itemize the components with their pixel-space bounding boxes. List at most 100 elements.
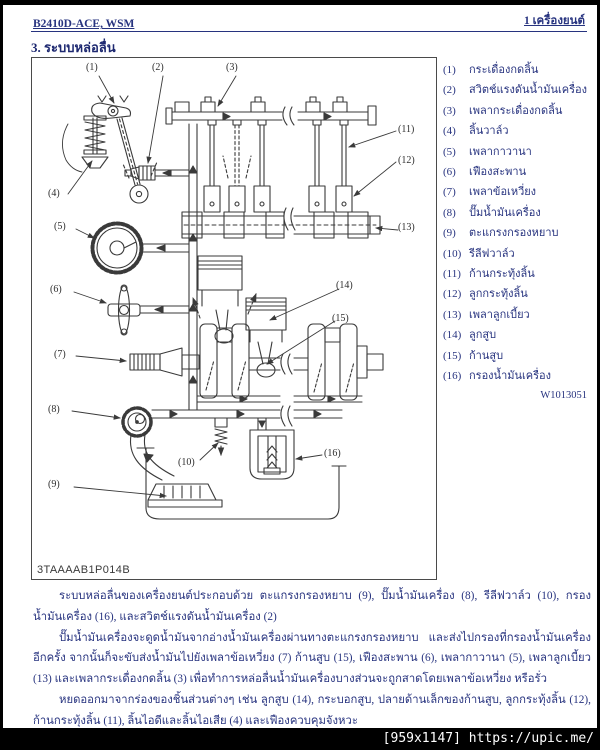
part-name: ลูกสูบ <box>469 329 497 342</box>
callout-5: (5) <box>54 221 66 232</box>
callout-16: (16) <box>324 448 341 459</box>
rocker-pushrod <box>116 117 158 204</box>
part-name: ปั๊มน้ำมันเครื่อง <box>469 206 541 219</box>
section-title: 3. ระบบหล่อลื่น <box>31 40 116 55</box>
part-number: (7) <box>443 186 456 199</box>
pistons-and-rods <box>192 255 287 378</box>
chapter-title: 1 เครื่องยนต์ <box>523 15 585 27</box>
parts-list-item: (5) เพลากาวานา <box>443 142 595 162</box>
parts-list: (1) กระเดื่องกดลิ้น (2) สวิตช์แรงดันน้ำมันเ… <box>443 60 595 401</box>
part-number: (10) <box>443 247 462 260</box>
part-name: เพลาลูกเบี้ยว <box>469 308 530 321</box>
valve <box>62 115 109 173</box>
crankshaft <box>129 323 384 401</box>
paragraph-3: หยดออกมาจากร่องของชิ้นส่วนต่างๆ เช่น ลูก… <box>33 693 591 727</box>
governor-gear <box>90 221 190 275</box>
part-number: (8) <box>443 206 456 219</box>
parts-list-item: (11) ก้านกระทุ้งลิ้น <box>443 264 595 284</box>
parts-list-item: (15) ก้านสูบ <box>443 346 595 366</box>
oil-pan <box>136 447 347 520</box>
manual-page: B2410D-ACE, WSM 1 เครื่องยนต์ 3. ระบบหล่… <box>3 5 597 728</box>
callout-3: (3) <box>226 62 238 73</box>
figure-code: 3TAAAAB1P014B <box>37 564 131 576</box>
parts-list-item: (9) ตะแกรงกรองหยาบ <box>443 223 595 243</box>
rocker-arm <box>91 95 132 119</box>
paragraph-2: ปั๊มน้ำมันเครื่องจะดูดน้ำมันจากอ่างน้ำมั… <box>33 631 591 686</box>
page-header: B2410D-ACE, WSM 1 เครื่องยนต์ <box>31 14 587 32</box>
relief-valve <box>214 417 228 457</box>
oil-pump <box>121 406 153 438</box>
callout-15: (15) <box>332 313 349 324</box>
part-number: (14) <box>443 329 462 342</box>
main-oil-gallery <box>188 123 198 411</box>
callout-12: (12) <box>398 155 415 166</box>
parts-list-items: (1) กระเดื่องกดลิ้น (2) สวิตช์แรงดันน้ำมันเ… <box>443 60 595 387</box>
callout-4: (4) <box>48 188 60 199</box>
parts-list-item: (4) ลิ้นวาล์ว <box>443 121 595 141</box>
part-number: (5) <box>443 145 456 158</box>
oil-strainer <box>129 434 223 508</box>
callout-14: (14) <box>336 280 353 291</box>
callout-6: (6) <box>50 284 62 295</box>
lubrication-diagram <box>62 75 399 520</box>
parts-list-item: (1) กระเดื่องกดลิ้น <box>443 60 595 80</box>
oil-pipes <box>151 395 363 427</box>
parts-list-item: (7) เพลาข้อเหวี่ยง <box>443 182 595 202</box>
oil-pressure-switch <box>124 165 190 181</box>
part-name: กรองน้ำมันเครื่อง <box>469 370 552 383</box>
parts-list-item: (12) ลูกกระทุ้งลิ้น <box>443 284 595 304</box>
callout-9: (9) <box>48 479 60 490</box>
callout-8: (8) <box>48 404 60 415</box>
parts-list-item: (10) รีลีฟวาล์ว <box>443 244 595 264</box>
part-name: เพลากระเดื่องกดลิ้น <box>469 104 563 117</box>
part-name: ก้านสูบ <box>469 349 504 362</box>
callout-2: (2) <box>152 62 164 73</box>
part-number: (15) <box>443 349 462 362</box>
callout-leaders <box>67 75 399 499</box>
part-name: ลูกกระทุ้งลิ้น <box>469 288 528 301</box>
tappets <box>203 185 353 213</box>
parts-list-item: (8) ปั๊มน้ำมันเครื่อง <box>443 203 595 223</box>
rocker-shaft <box>165 96 377 126</box>
part-name: สวิตช์แรงดันน้ำมันเครื่อง <box>469 84 588 97</box>
watermark-text: [959x1147] https://upic.me/ <box>382 731 594 746</box>
parts-list-item: (3) เพลากระเดื่องกดลิ้น <box>443 101 595 121</box>
paragraph-1: ระบบหล่อลื่นของเครื่องยนต์ประกอบด้วย ตะแ… <box>33 590 591 623</box>
camshaft <box>181 207 381 239</box>
part-name: ลิ้นวาล์ว <box>469 125 509 138</box>
part-number: (3) <box>443 104 456 117</box>
parts-list-item: (14) ลูกสูบ <box>443 325 595 345</box>
body-text: ระบบหล่อลื่นของเครื่องยนต์ประกอบด้วย ตะแ… <box>33 586 591 731</box>
reference-code: W1013051 <box>540 389 587 401</box>
part-number: (13) <box>443 308 462 321</box>
part-number: (4) <box>443 125 456 138</box>
parts-list-item: (6) เฟืองสะพาน <box>443 162 595 182</box>
part-number: (2) <box>443 84 456 97</box>
part-number: (12) <box>443 288 462 301</box>
part-name: เฟืองสะพาน <box>469 166 527 179</box>
part-name: รีลีฟวาล์ว <box>469 247 515 260</box>
oil-filter <box>249 417 295 480</box>
callout-7: (7) <box>54 349 66 360</box>
lubrication-diagram-figure: (1)(2)(3)(4)(5)(6)(7)(8)(9)(10)(11)(12)(… <box>31 57 437 580</box>
callout-13: (13) <box>398 222 415 233</box>
parts-list-item: (13) เพลาลูกเบี้ยว <box>443 305 595 325</box>
parts-list-item: (2) สวิตช์แรงดันน้ำมันเครื่อง <box>443 80 595 100</box>
part-number: (11) <box>443 268 461 281</box>
part-number: (6) <box>443 166 456 179</box>
part-number: (16) <box>443 370 462 383</box>
document-code: B2410D-ACE, WSM <box>33 18 135 30</box>
part-name: กระเดื่องกดลิ้น <box>469 64 539 76</box>
part-name: ก้านกระทุ้งลิ้น <box>469 268 535 281</box>
part-name: ตะแกรงกรองหยาบ <box>469 227 559 240</box>
callout-11: (11) <box>398 124 415 135</box>
parts-list-item: (16) กรองน้ำมันเครื่อง <box>443 366 595 386</box>
part-name: เพลากาวานา <box>469 145 532 158</box>
pushrods <box>207 119 349 187</box>
part-number: (9) <box>443 227 456 240</box>
part-number: (1) <box>443 64 456 76</box>
watermark-bar: [959x1147] https://upic.me/ <box>0 728 600 750</box>
callout-1: (1) <box>86 62 98 73</box>
part-name: เพลาข้อเหวี่ยง <box>469 186 537 199</box>
